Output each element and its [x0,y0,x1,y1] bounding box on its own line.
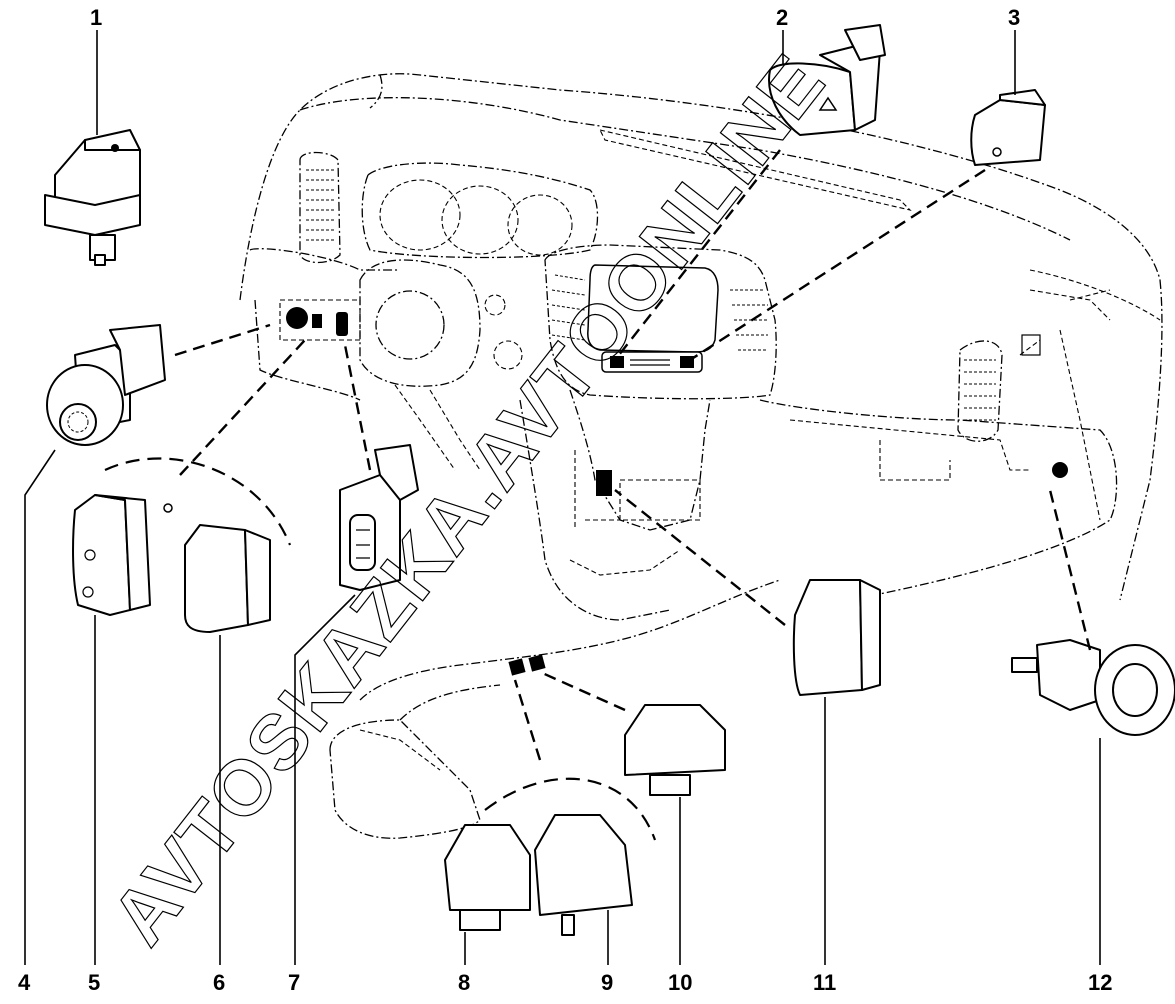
part-9-switch [534,814,633,936]
part-11-switch [792,579,881,696]
callout-9: 9 [601,970,613,995]
callout-10: 10 [668,970,692,995]
callout-6: 6 [213,970,225,995]
part-2-hazard-switch [768,24,886,136]
part-3-switch [970,89,1046,166]
watermark: AVTOSKAZKA.AVTOONLINE [94,38,842,961]
callout-labels: 1 2 3 4 5 6 7 8 9 10 11 12 [18,5,1112,995]
part-10-switch [624,704,726,796]
part-5-switch [72,494,173,616]
part-8-switch [444,824,531,931]
part-1 [44,129,141,266]
callout-4: 4 [18,970,31,995]
callout-2: 2 [776,5,788,30]
callout-7: 7 [288,970,300,995]
part-7-switch [339,444,419,591]
callout-1: 1 [90,5,102,30]
callout-8: 8 [458,970,470,995]
part-4-rotary-switch [46,324,166,446]
callout-11: 11 [813,970,836,995]
callout-12: 12 [1088,970,1112,995]
leader-lines [24,30,1101,965]
pointer-arrows [104,149,1092,841]
callout-3: 3 [1008,5,1020,30]
part-6-switch [184,524,271,633]
callout-5: 5 [88,970,100,995]
part-12-rotary-switch [1011,639,1175,736]
dashboard-outline [239,73,1163,839]
